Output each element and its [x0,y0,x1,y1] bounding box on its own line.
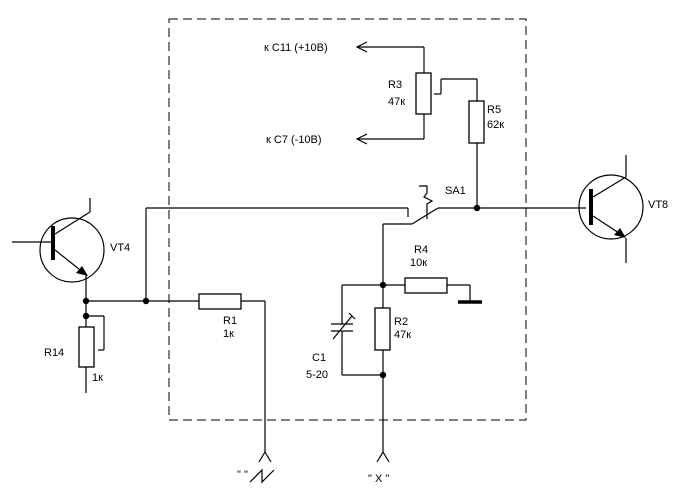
saw-input-quotes: " " [237,469,248,481]
r5-label: R5 [487,104,501,116]
r4-label: R4 [414,244,428,256]
vt4-label: VT4 [110,242,130,254]
resistor-r14: R14 1к [44,316,103,393]
x-input-label: " Х " [368,473,389,485]
vt8-label: VT8 [648,199,668,211]
c1-trim-icon [332,315,353,340]
vt4-body [39,217,105,283]
r3-label: R3 [388,79,402,91]
resistor-r4: R4 10к [383,244,482,304]
x-terminal-left [376,451,384,463]
capacitor-c1: C1 5-20 [306,284,383,381]
resistor-r2: R2 47к [374,285,411,375]
vt8-collector [592,176,627,198]
r5-value: 62к [487,119,504,131]
sa1-actuator-icon [419,185,434,219]
vt8-body [578,174,644,240]
input-terminal-sawtooth: " " [237,451,275,484]
r4-value: 10к [410,257,427,269]
r14-value: 1к [92,372,103,384]
r2-label: R2 [394,316,408,328]
vt4-emitter-arrow [76,266,88,276]
x-terminal-right [382,451,390,463]
vt4-collector [54,211,91,235]
transistor-vt8: VT8 [578,155,668,263]
switch-sa1: SA1 [382,185,477,285]
c1-label: C1 [312,352,326,364]
r2-value: 47к [394,329,411,341]
to-c7-label: к С7 (-10В) [266,134,322,146]
sa1-blade [411,207,439,225]
sa1-label: SA1 [445,185,466,197]
to-c11-label: к С11 (+10В) [264,42,328,54]
arrow-to-c7-icon [355,133,368,145]
r1-label: R1 [223,315,237,327]
r1-value: 1к [223,328,234,340]
c1-value: 5-20 [306,369,328,381]
vt4-emitter [54,249,85,274]
transistor-vt4: VT4 [12,198,130,301]
r14-label: R14 [44,347,64,359]
resistor-r5: R5 62к [468,79,504,208]
c1-trim-head [348,312,356,320]
resistor-r1: R1 1к [146,293,266,452]
sawtooth-signal-icon [249,468,275,484]
r2-body [374,307,391,351]
r14-body [78,326,95,368]
arrow-to-c11-icon [355,41,368,53]
junction-emitter [82,297,90,305]
vt8-emitter-arrow [614,228,626,238]
r4-body [404,277,448,294]
r3-body [415,72,432,115]
r1-body [198,293,242,310]
potentiometer-r3: R3 47к к С11 (+10В) к С7 (-10В) [264,41,477,146]
saw-terminal-left [258,451,266,463]
saw-terminal-right [264,451,272,463]
r3-value: 47к [388,96,405,108]
input-terminal-x: " Х " [368,375,390,485]
r5-body [468,100,485,144]
